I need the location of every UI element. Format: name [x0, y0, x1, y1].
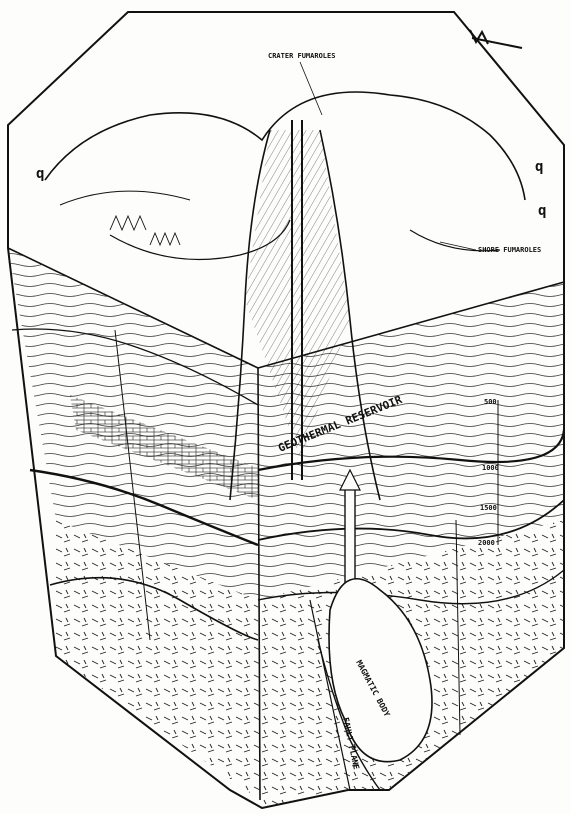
depth-tick-label: 500	[484, 398, 497, 406]
depth-tick-label: 1000	[482, 464, 499, 472]
hot-spring-left-1: q	[36, 166, 44, 182]
shore-fumaroles-label: SHORE FUMAROLES	[478, 246, 541, 254]
crater-fumaroles-label: CRATER FUMAROLES	[268, 52, 335, 60]
hot-spring-right-1: q	[535, 159, 543, 175]
depth-tick-label: 1500	[480, 504, 497, 512]
hot-spring-right-2: q	[538, 203, 546, 219]
north-arrow-icon	[470, 30, 522, 48]
depth-tick-label: 2000	[478, 539, 495, 547]
